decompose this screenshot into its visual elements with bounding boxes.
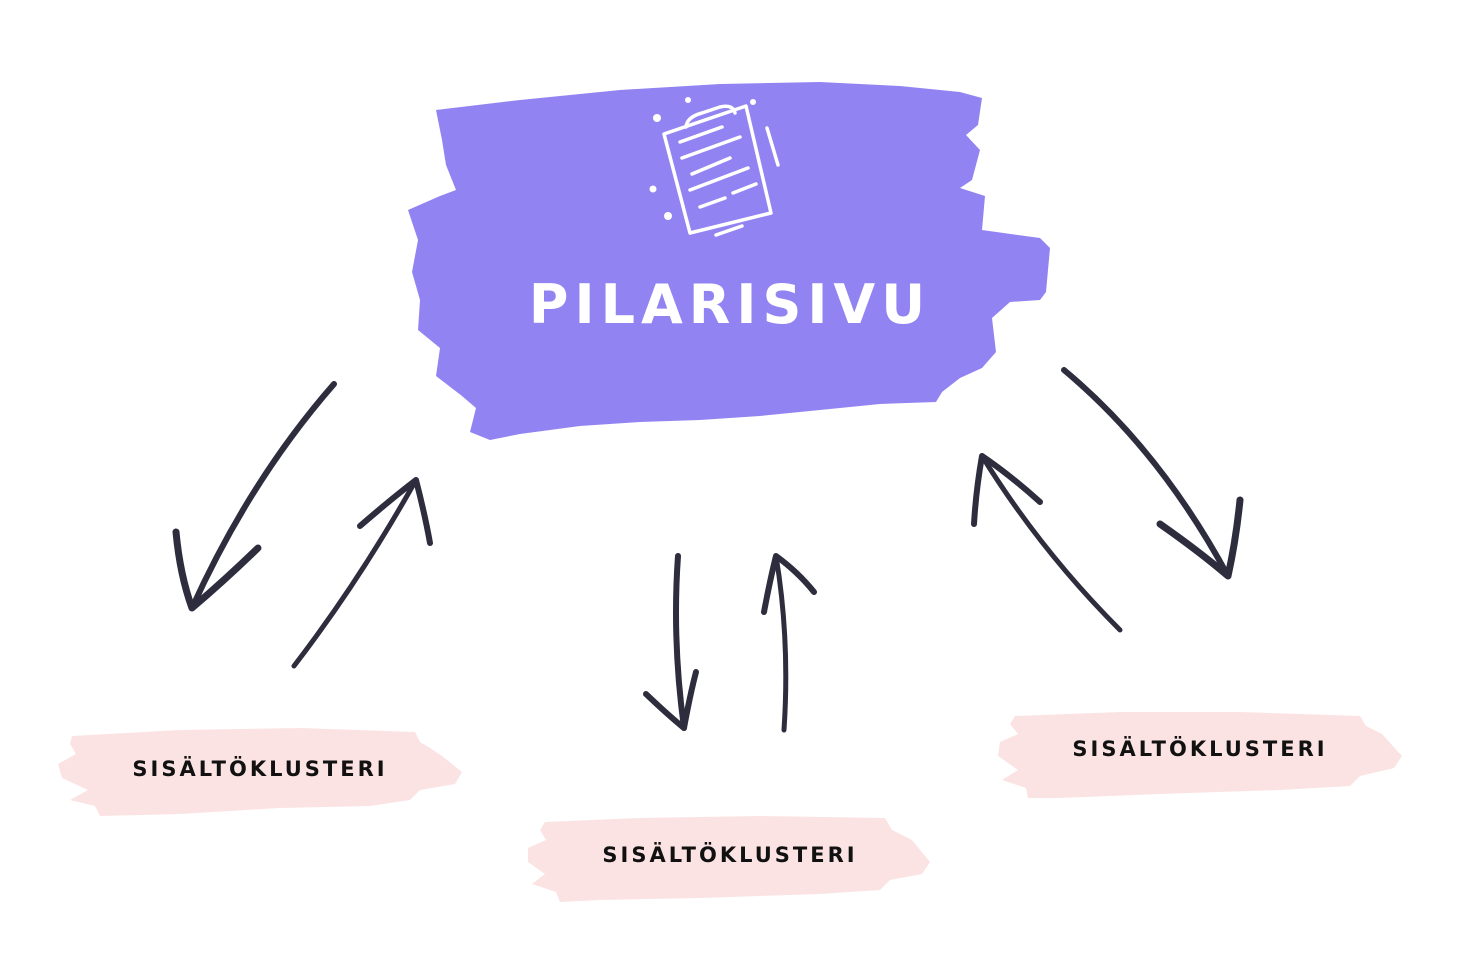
arrow-down-icon xyxy=(643,553,699,731)
cluster-brush-middle xyxy=(528,816,930,902)
arrow-up-right-icon xyxy=(291,477,433,669)
pillar-title: PILARISIVU xyxy=(528,273,932,336)
arrow-down-left-icon xyxy=(172,381,337,612)
cluster-brush-right xyxy=(998,712,1402,798)
cluster-label-right: SISÄLTÖKLUSTERI xyxy=(1072,737,1328,761)
arrow-up-icon xyxy=(761,553,817,733)
cluster-brush-left xyxy=(58,728,462,816)
arrow-down-right-icon xyxy=(1061,367,1244,580)
cluster-label-middle: SISÄLTÖKLUSTERI xyxy=(602,843,858,867)
cluster-label-left: SISÄLTÖKLUSTERI xyxy=(132,757,388,781)
arrow-up-left-icon xyxy=(971,453,1123,633)
